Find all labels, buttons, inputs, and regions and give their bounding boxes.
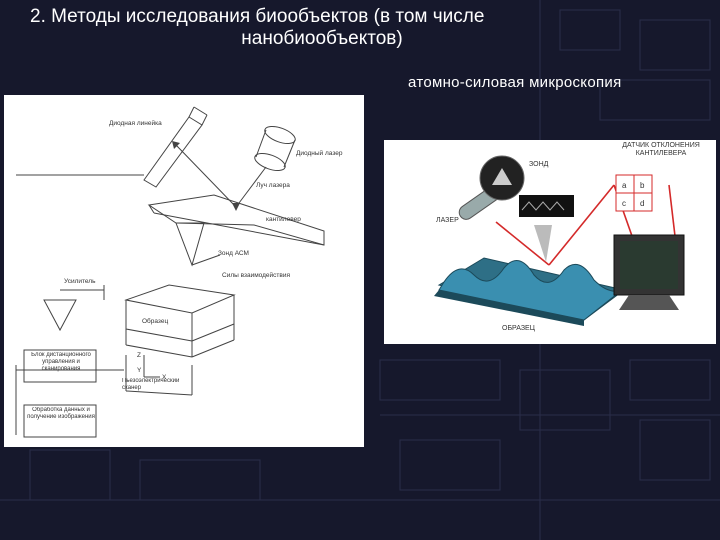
label-probe-right: ЗОНД <box>529 161 549 168</box>
label-data-processing-box: Обработка данных и получение изображения <box>27 407 95 420</box>
afm-illustration-panel: a b c d ДАТЧИК ОТКЛОНЕНИЯ КАНТИЛЕВЕРА ЗО… <box>384 140 716 344</box>
label-laser: ЛАЗЕР <box>436 217 459 224</box>
label-sample-right: ОБРАЗЕЦ <box>502 325 536 332</box>
afm-illustration: a b c d ДАТЧИК ОТКЛОНЕНИЯ КАНТИЛЕВЕРА ЗО… <box>434 142 700 332</box>
label-data-processing: Обработка данных и получение изображения <box>27 407 95 420</box>
axis-z-label: Z <box>137 352 141 359</box>
axis-x-label: X <box>162 374 167 381</box>
slide-title-line1: 2. Методы исследования биообъектов (в то… <box>30 6 485 27</box>
label-cantilever: кантилевер <box>266 216 301 223</box>
label-sample: Образец <box>142 317 168 325</box>
label-laser-beam: Луч лазера <box>256 182 290 189</box>
label-amplifier: Усилитель <box>64 278 96 285</box>
quadrant-a: a <box>622 181 627 190</box>
label-scanner-box: Пьезоэлектрический сканер <box>122 378 180 391</box>
monitor-icon <box>613 234 685 310</box>
label-remote-control: Блок дистанционного управления и сканиро… <box>31 352 91 372</box>
label-probe: Зонд АСМ <box>218 250 249 257</box>
afm-schematic-panel: Диодная линейка Диодный лазер Луч лазера… <box>4 95 364 447</box>
sensor-quadrants <box>615 174 653 212</box>
slide-title-line2: нанобиообъектов) <box>241 28 403 49</box>
quadrant-c: c <box>622 199 626 208</box>
slide-title: 2. Методы исследования биообъектов (в то… <box>22 6 622 50</box>
quadrant-d: d <box>640 199 644 208</box>
quadrant-b: b <box>640 181 645 190</box>
label-scanner: Пьезоэлектрический сканер <box>122 378 180 391</box>
label-diode-ruler: Диодная линейка <box>109 119 162 127</box>
label-sensor: ДАТЧИК ОТКЛОНЕНИЯ КАНТИЛЕВЕРА <box>622 142 700 157</box>
label-sensor-box: ДАТЧИК ОТКЛОНЕНИЯ КАНТИЛЕВЕРА <box>622 142 700 157</box>
sample-surface <box>434 257 626 326</box>
slide-subtitle: атомно-силовая микроскопия <box>408 74 622 91</box>
label-forces: Силы взаимодействия <box>222 271 290 279</box>
axis-y-label: Y <box>137 367 142 374</box>
afm-schematic-diagram: Диодная линейка Диодный лазер Луч лазера… <box>15 106 343 438</box>
label-remote-control-box: Блок дистанционного управления и сканиро… <box>31 352 91 372</box>
label-diode-laser: Диодный лазер <box>296 149 343 157</box>
probe-zoom-circle <box>479 155 574 262</box>
